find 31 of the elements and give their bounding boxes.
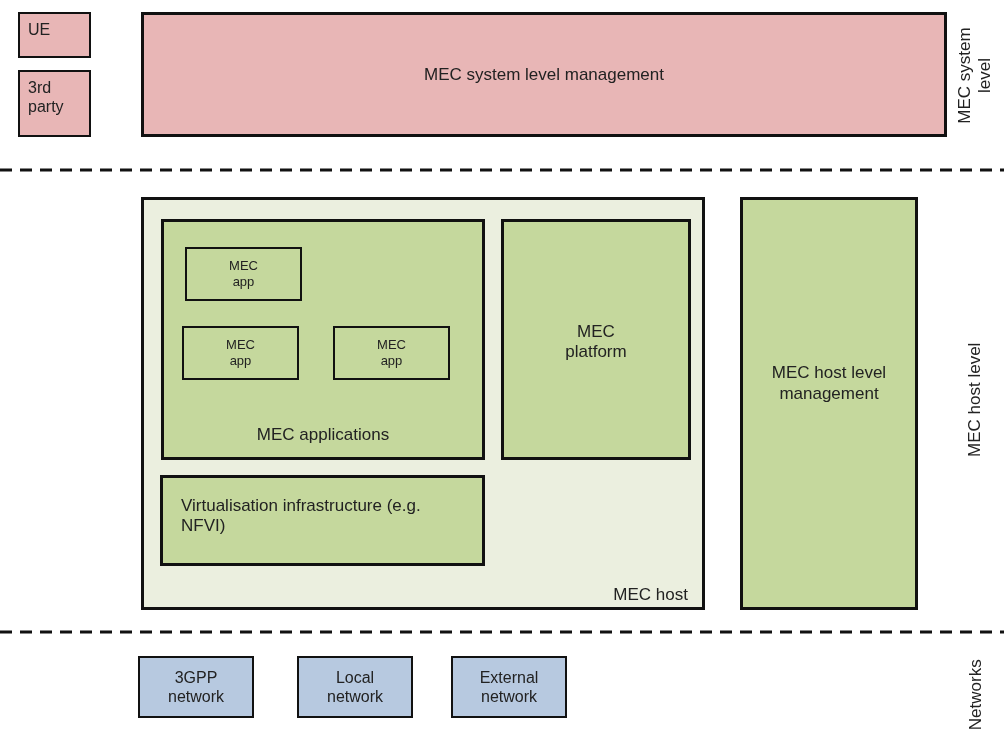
node-label: MEC system level management (423, 64, 665, 85)
node-label: Local network (327, 667, 383, 707)
component-box (141, 12, 947, 137)
app-box (182, 326, 299, 380)
app-box (333, 326, 450, 380)
component-box (160, 475, 485, 566)
node-label: UE (28, 20, 52, 40)
node-label: MEC app (225, 337, 256, 369)
component-box (138, 656, 254, 718)
node-label: MEC host (613, 584, 688, 605)
node-label: 3GPP network (168, 667, 224, 707)
node-label: Virtualisation infrastructure (e.g. NFVI) (181, 496, 422, 537)
component-box (740, 197, 918, 610)
node-label: MEC app (376, 337, 407, 369)
component-box (141, 197, 705, 610)
node-label: 3rd party (28, 78, 65, 117)
app-box (185, 247, 302, 301)
level-label: MEC system level (955, 25, 995, 126)
component-box (18, 12, 91, 58)
level-label: MEC host level (965, 342, 985, 457)
component-box (297, 656, 413, 718)
component-box (161, 219, 485, 460)
level-label: Networks (965, 659, 985, 731)
node-label: MEC app (228, 258, 259, 290)
node-label: External network (478, 667, 540, 707)
node-label: MEC applications (255, 424, 391, 445)
component-box (451, 656, 567, 718)
component-box (18, 70, 91, 137)
node-label: MEC host level management (770, 362, 888, 404)
component-box (501, 219, 691, 460)
node-label: MEC platform (564, 322, 628, 363)
